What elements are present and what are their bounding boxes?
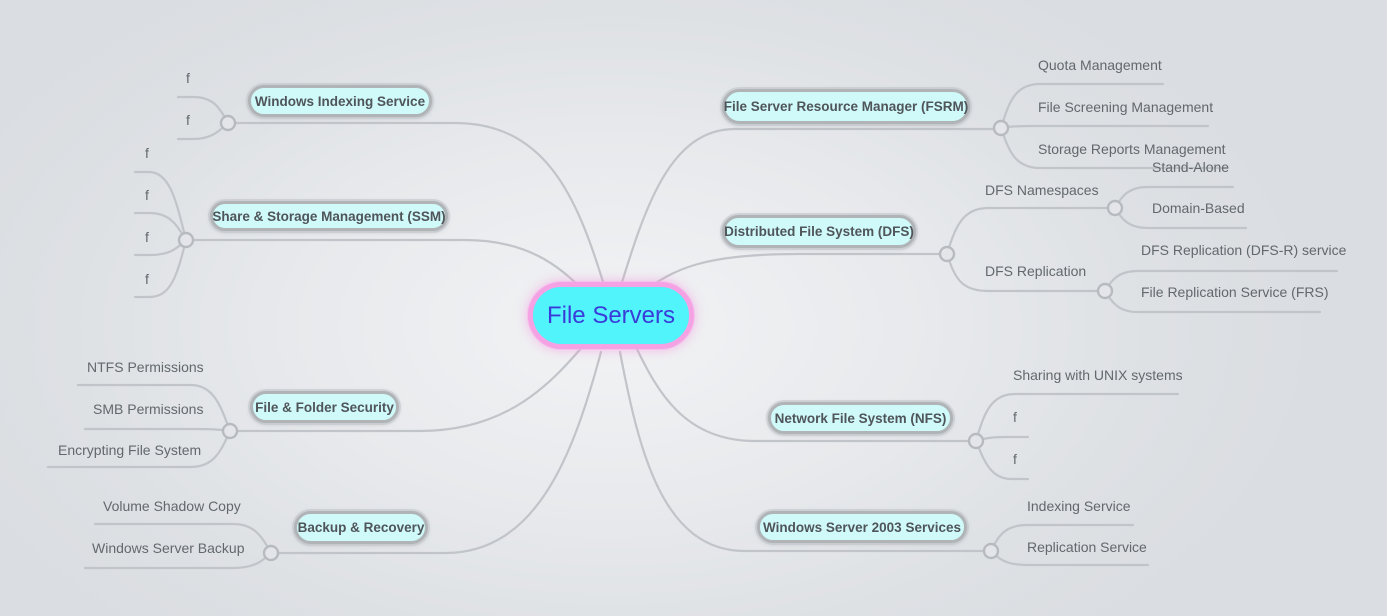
node-file-folder-security[interactable]: File & Folder Security xyxy=(250,391,399,423)
leaf-replication-service[interactable]: Replication Service xyxy=(1027,539,1147,555)
leaf-windows-server-backup[interactable]: Windows Server Backup xyxy=(92,540,245,556)
leaf-ssm-f-3[interactable]: f xyxy=(145,229,149,245)
node-backup-recovery[interactable]: Backup & Recovery xyxy=(294,511,428,544)
junction-toggle-ssm[interactable] xyxy=(177,231,195,249)
leaf-line xyxy=(974,439,1030,481)
leaf-line xyxy=(76,383,232,433)
leaf-quota-management[interactable]: Quota Management xyxy=(1038,57,1162,73)
leaf-wis-f-2[interactable]: f xyxy=(186,112,190,128)
leaf-indexing-service[interactable]: Indexing Service xyxy=(1027,498,1131,514)
leaf-line xyxy=(999,82,1165,130)
junction-toggle-file-folder-security[interactable] xyxy=(221,422,239,440)
branch-line-windows-indexing xyxy=(226,121,609,297)
subbranch-dfs-namespaces[interactable]: DFS Namespaces xyxy=(985,182,1099,198)
junction-toggle-dfs[interactable] xyxy=(938,245,956,263)
junction-toggle-ws2003[interactable] xyxy=(982,542,1000,560)
leaf-line xyxy=(133,211,188,242)
branch-line-file-folder-security xyxy=(228,338,590,433)
leaf-line xyxy=(974,392,1180,443)
junction-toggle-windows-indexing[interactable] xyxy=(219,114,237,132)
branch-line-ssm xyxy=(184,238,594,302)
subbranch-dfs-replication[interactable]: DFS Replication xyxy=(985,263,1087,279)
node-windows-server-2003-services[interactable]: Windows Server 2003 Services xyxy=(757,511,967,543)
junction-toggle-dfs-replication[interactable] xyxy=(1096,282,1114,300)
leaf-file-replication-service[interactable]: File Replication Service (FRS) xyxy=(1141,284,1329,300)
branch-line-dfs xyxy=(640,252,949,295)
branch-line-fsrm xyxy=(617,127,1003,294)
leaf-stand-alone[interactable]: Stand-Alone xyxy=(1152,159,1230,175)
branch-line-nfs xyxy=(633,343,978,443)
leaf-dfs-r-service[interactable]: DFS Replication (DFS-R) service xyxy=(1141,242,1347,258)
leaf-smb-permissions[interactable]: SMB Permissions xyxy=(93,401,204,417)
leaf-volume-shadow-copy[interactable]: Volume Shadow Copy xyxy=(103,498,241,514)
leaf-encrypting-file-system[interactable]: Encrypting File System xyxy=(58,442,202,458)
leaf-ntfs-permissions[interactable]: NTFS Permissions xyxy=(87,359,204,375)
leaf-line xyxy=(133,238,188,299)
leaf-nfs-f-1[interactable]: f xyxy=(1013,409,1017,425)
leaf-ssm-f-1[interactable]: f xyxy=(145,145,149,161)
root-node-file-servers[interactable]: File Servers xyxy=(528,282,694,349)
subbranch-line-dfs-namespaces xyxy=(945,206,1110,256)
leaf-wis-f-1[interactable]: f xyxy=(186,70,190,86)
node-network-file-system[interactable]: Network File System (NFS) xyxy=(768,402,953,434)
leaf-sharing-unix-systems[interactable]: Sharing with UNIX systems xyxy=(1013,367,1183,383)
node-file-server-resource-manager[interactable]: File Server Resource Manager (FSRM) xyxy=(722,89,970,124)
node-distributed-file-system[interactable]: Distributed File System (DFS) xyxy=(722,215,916,248)
leaf-storage-reports-management[interactable]: Storage Reports Management xyxy=(1038,141,1226,157)
leaf-file-screening-management[interactable]: File Screening Management xyxy=(1038,99,1214,115)
leaf-nfs-f-2[interactable]: f xyxy=(1013,451,1017,467)
leaf-line xyxy=(999,124,1210,130)
leaf-ssm-f-2[interactable]: f xyxy=(145,187,149,203)
subbranch-line-dfs-replication xyxy=(945,252,1100,293)
junction-toggle-dfs-namespaces[interactable] xyxy=(1106,199,1124,217)
node-windows-indexing-service[interactable]: Windows Indexing Service xyxy=(248,85,432,117)
branch-line-ws2003 xyxy=(618,350,993,553)
leaf-ssm-f-4[interactable]: f xyxy=(145,271,149,287)
leaf-line xyxy=(83,427,232,433)
junction-toggle-nfs[interactable] xyxy=(967,432,985,450)
junction-toggle-backup-recovery[interactable] xyxy=(262,544,280,562)
leaf-domain-based[interactable]: Domain-Based xyxy=(1152,200,1245,216)
junction-toggle-fsrm[interactable] xyxy=(992,119,1010,137)
leaf-line xyxy=(133,170,188,242)
branch-line-backup-recovery xyxy=(269,350,603,555)
node-share-storage-management[interactable]: Share & Storage Management (SSM) xyxy=(210,201,448,231)
